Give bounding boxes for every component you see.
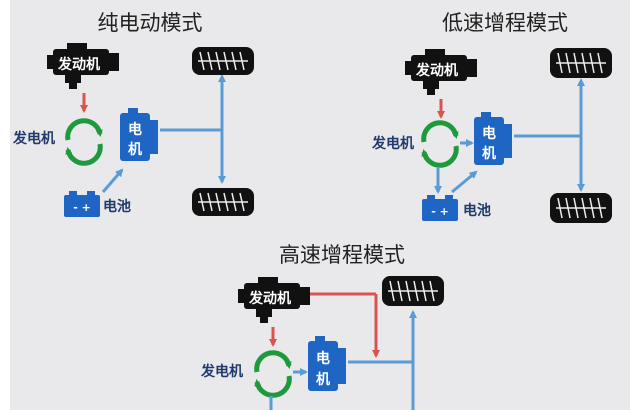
panel-low-speed-range: 低速增程模式 发动机 发电机 电 机 xyxy=(371,11,612,223)
motor-label-top: 电 xyxy=(128,121,142,138)
tire-icon xyxy=(550,193,612,223)
motor-icon xyxy=(308,336,346,391)
generator-label: 发电机 xyxy=(371,135,414,152)
motor-icon xyxy=(120,108,158,161)
engine-label: 发动机 xyxy=(248,290,291,307)
battery-symbols: - + xyxy=(431,205,449,218)
battery-icon xyxy=(64,191,100,217)
motor-icon xyxy=(474,112,512,165)
panel-pure-electric: 纯电动模式 发动机 发电机 电 机 xyxy=(12,11,254,217)
tire-icon xyxy=(382,276,444,306)
generator-cycle-icon xyxy=(254,350,292,398)
motor-label-bottom: 机 xyxy=(482,145,496,162)
motor-label-bottom: 机 xyxy=(128,141,142,158)
tire-icon xyxy=(192,47,254,75)
tire-icon xyxy=(192,188,254,216)
panel-title: 低速增程模式 xyxy=(442,11,568,35)
motor-label-top: 电 xyxy=(482,125,496,142)
battery-label: 电池 xyxy=(463,202,491,219)
battery-symbols: - + xyxy=(73,201,91,214)
panel-title: 高速增程模式 xyxy=(279,243,405,267)
tire-icon xyxy=(550,48,612,78)
engine-label: 发动机 xyxy=(415,62,458,79)
motor-label-top: 电 xyxy=(316,350,330,367)
engine-icon xyxy=(405,49,477,95)
generator-label: 发电机 xyxy=(12,130,55,147)
engine-icon xyxy=(238,277,310,323)
battery-icon xyxy=(422,195,458,221)
battery-label: 电池 xyxy=(103,198,131,215)
panel-title: 纯电动模式 xyxy=(98,11,203,35)
motor-label-bottom: 机 xyxy=(316,371,330,388)
generator-cycle-icon xyxy=(65,118,103,166)
panel-high-speed-range: 高速增程模式 发动机 发电机 电 机 xyxy=(200,243,444,410)
generator-label: 发电机 xyxy=(200,363,243,380)
engine-label: 发动机 xyxy=(57,56,100,73)
generator-cycle-icon xyxy=(421,120,459,168)
engine-icon xyxy=(47,43,119,89)
